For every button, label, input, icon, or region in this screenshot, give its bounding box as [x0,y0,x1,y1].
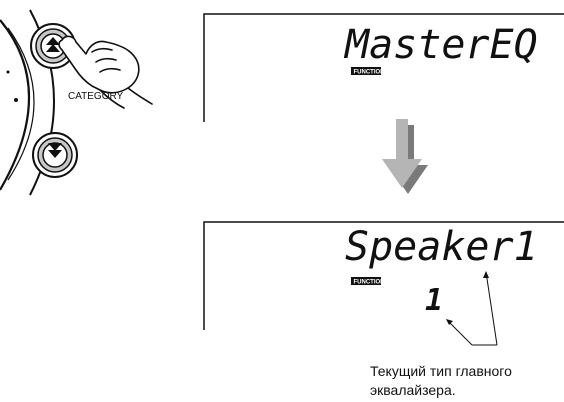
bottom-function-badge: FUNCTION [351,277,385,286]
pressing-hand-icon [58,35,153,109]
svg-text:FUNCTION: FUNCTION [354,280,385,286]
callout-lines [446,271,498,346]
top-display: MasterEQ FUNCTION [203,13,564,122]
bottom-display-text: Speaker1 [345,224,538,270]
eq-value: 1 [425,283,443,318]
category-down-button[interactable] [32,132,78,178]
callout-caption: Текущий тип главного эквалайзера. [370,362,560,400]
category-up-button[interactable] [30,23,76,69]
category-label: CATEGORY [68,91,124,102]
top-display-text: MasterEQ [343,22,538,68]
caption-line-2: эквалайзера. [370,382,456,398]
caption-line-1: Текущий тип главного [370,363,512,379]
double-down-arrow-icon [48,143,62,158]
transition-arrow-icon [382,119,428,194]
bottom-display: Speaker1 FUNCTION 1 [203,221,564,330]
double-up-arrow-icon [46,37,60,52]
top-function-badge: FUNCTION [351,67,385,76]
svg-text:FUNCTION: FUNCTION [354,70,385,76]
